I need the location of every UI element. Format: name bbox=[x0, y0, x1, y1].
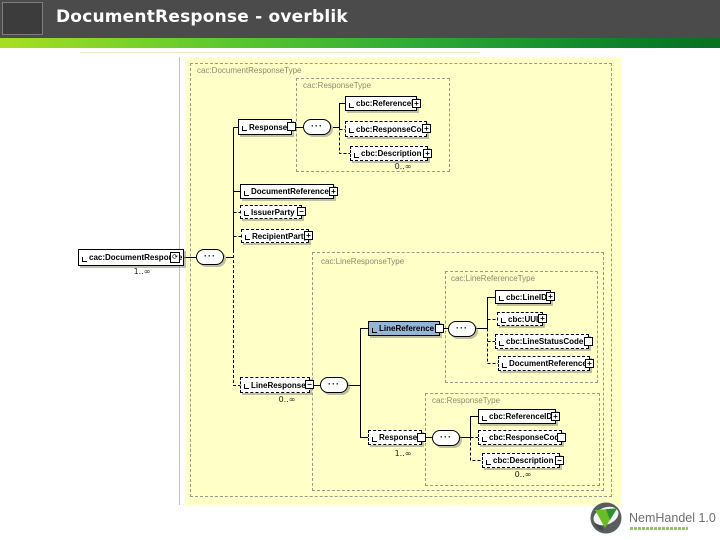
schema-node-line-id: cbc:LineID + bbox=[495, 290, 555, 304]
schema-node-reference-id-1: cbc:ReferenceID + bbox=[345, 96, 421, 111]
node-label: LineReference bbox=[372, 324, 434, 333]
expand-icon bbox=[435, 323, 444, 333]
node-label: cac:DocumentResponse bbox=[82, 253, 182, 262]
expand-icon bbox=[287, 122, 296, 131]
accent-bar bbox=[0, 38, 720, 48]
cardinality-label: 1..∞ bbox=[133, 267, 151, 276]
pane-edge bbox=[179, 57, 180, 505]
expand-plus-icon: + bbox=[538, 314, 547, 323]
cardinality-label: 0..∞ bbox=[278, 395, 296, 404]
recurring-icon: ⟳ bbox=[170, 252, 180, 263]
region-label: cac:DocumentResponseType bbox=[197, 66, 302, 75]
expand-minus-icon: − bbox=[555, 455, 564, 465]
nemhandel-logo: NemHandel 1.0 bbox=[589, 501, 717, 539]
schema-node-line-reference: LineReference bbox=[368, 321, 444, 336]
schema-node-response-1: Response bbox=[238, 119, 296, 135]
node-label: cbc:ReferenceID bbox=[482, 412, 552, 421]
node-label: cbc:Description bbox=[354, 149, 421, 158]
schema-node-description-2: cbc:Description − bbox=[482, 453, 564, 468]
sequence-icon: ··· bbox=[303, 119, 331, 135]
expand-icon bbox=[417, 432, 426, 442]
expand-minus-icon: − bbox=[297, 207, 306, 216]
expand-plus-icon: + bbox=[304, 231, 313, 240]
region-response-type-1 bbox=[296, 78, 450, 172]
expand-icon bbox=[557, 432, 566, 442]
logo-tagline bbox=[630, 527, 688, 530]
schema-node-response-2: Response bbox=[368, 430, 426, 445]
region-line-reference-type bbox=[445, 271, 598, 383]
node-label: cbc:ReferenceID bbox=[349, 99, 419, 108]
region-label: cac:LineReferenceType bbox=[451, 274, 536, 283]
cardinality-label: 0..∞ bbox=[514, 470, 532, 479]
node-label: Response bbox=[372, 433, 417, 442]
globe-icon bbox=[590, 502, 622, 534]
node-label: IssuerParty bbox=[244, 208, 295, 217]
node-label: RecipientParty bbox=[245, 232, 308, 241]
sequence-icon: ··· bbox=[448, 321, 476, 337]
node-label: cbc:ResponseCode bbox=[482, 433, 564, 442]
expand-plus-icon: + bbox=[585, 358, 594, 368]
region-label: cac:ResponseType bbox=[432, 396, 501, 405]
node-label: Response bbox=[242, 123, 287, 132]
node-label: cbc:Description bbox=[486, 456, 553, 465]
schema-node-response-code-1: cbc:ResponseCode + bbox=[345, 121, 431, 137]
sequence-icon: ··· bbox=[432, 430, 460, 446]
divider-line bbox=[80, 52, 480, 53]
schema-node-document-reference-1: DocumentReference + bbox=[240, 184, 338, 199]
node-label: cbc:LineID bbox=[499, 293, 547, 302]
region-line-response-type bbox=[312, 252, 604, 491]
logo-text: NemHandel 1.0 bbox=[629, 511, 716, 525]
schema-node-document-reference-2: DocumentReference + bbox=[498, 356, 594, 371]
cardinality-label: 0..∞ bbox=[394, 162, 412, 171]
expand-plus-icon: + bbox=[551, 411, 560, 421]
title-bar-square bbox=[2, 2, 43, 35]
schema-node-line-response: LineResponse − bbox=[240, 377, 314, 393]
page-title: DocumentResponse - overblik bbox=[56, 7, 348, 27]
node-label: cbc:UUID bbox=[501, 315, 544, 324]
schema-node-line-status-code: cbc:LineStatusCode bbox=[495, 334, 593, 349]
region-label: cac:LineResponseType bbox=[321, 257, 405, 266]
expand-plus-icon: + bbox=[423, 148, 432, 158]
expand-minus-icon: − bbox=[305, 380, 314, 389]
schema-node-description-1: cbc:Description + bbox=[350, 146, 432, 161]
schema-node-reference-id-2: cbc:ReferenceID + bbox=[478, 409, 560, 424]
expand-plus-icon: + bbox=[329, 186, 338, 196]
schema-node-document-response: cac:DocumentResponse ⟳ bbox=[78, 249, 184, 266]
node-label: DocumentReference bbox=[244, 187, 329, 196]
title-bar bbox=[0, 0, 720, 38]
sequence-icon: ··· bbox=[320, 377, 348, 393]
schema-node-issuer-party: IssuerParty − bbox=[240, 205, 306, 219]
cardinality-label: 1..∞ bbox=[394, 449, 412, 458]
expand-plus-icon: + bbox=[546, 292, 555, 301]
schema-node-uuid: cbc:UUID + bbox=[497, 312, 547, 326]
expand-plus-icon: + bbox=[422, 124, 431, 133]
node-label: cbc:ResponseCode bbox=[349, 125, 431, 134]
region-document-response-type bbox=[190, 63, 612, 497]
region-label: cac:ResponseType bbox=[303, 81, 372, 90]
schema-node-recipient-party: RecipientParty + bbox=[241, 229, 313, 243]
expand-plus-icon: + bbox=[412, 98, 421, 108]
node-label: cbc:LineStatusCode bbox=[499, 337, 583, 346]
node-label: DocumentReference bbox=[502, 359, 587, 368]
node-label: LineResponse bbox=[244, 381, 306, 390]
schema-node-response-code-2: cbc:ResponseCode bbox=[478, 430, 566, 445]
expand-icon bbox=[584, 336, 593, 346]
sequence-icon: ··· bbox=[196, 249, 224, 265]
